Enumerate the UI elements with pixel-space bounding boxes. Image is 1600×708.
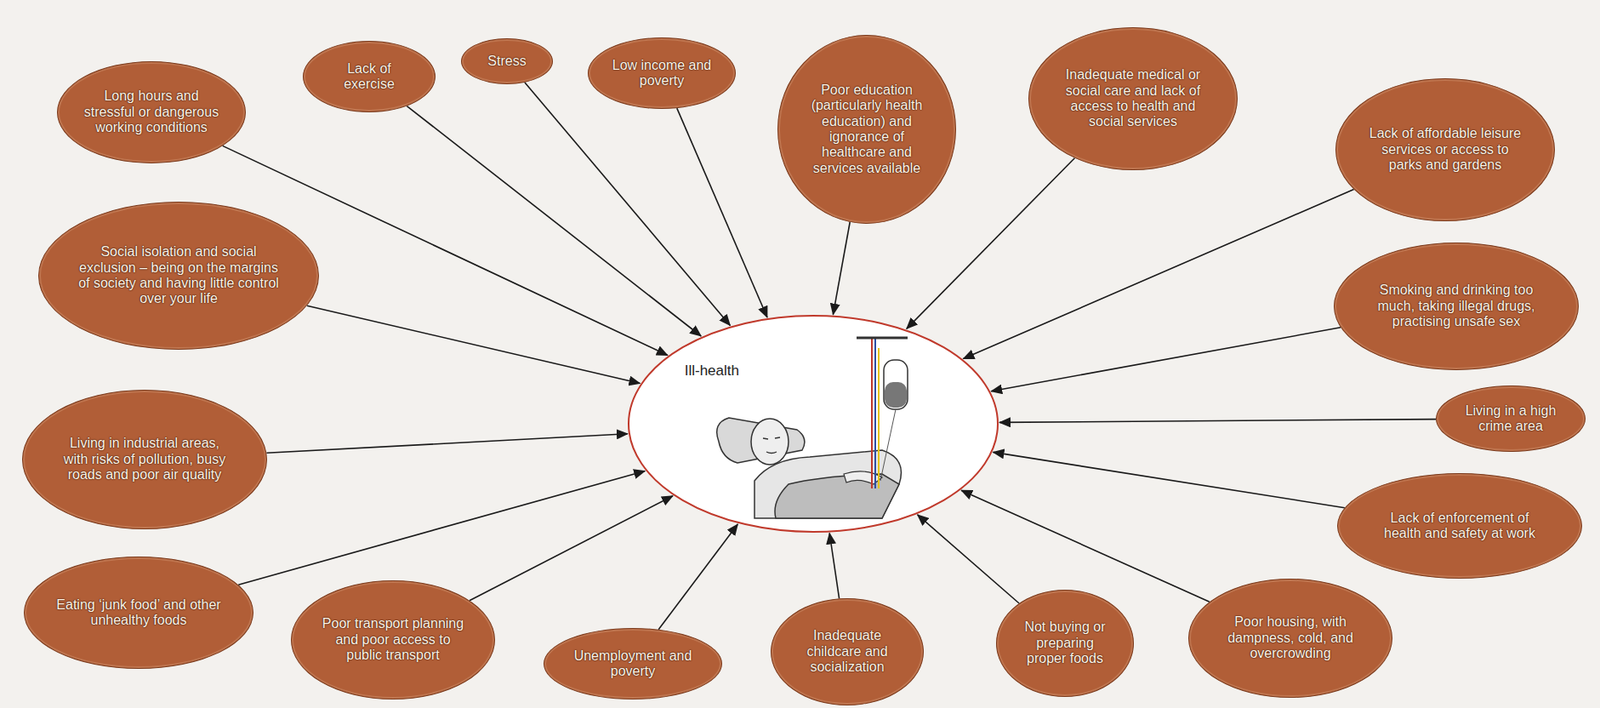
- arrow-connector: [677, 108, 768, 318]
- arrow-connector: [524, 82, 730, 326]
- arrow-connector: [832, 222, 850, 315]
- center-label: Ill-health: [683, 362, 741, 380]
- factor-label: Stress: [473, 53, 541, 69]
- factor-label: Long hours and stressful or dangerous wo…: [83, 88, 220, 136]
- arrow-connector: [307, 305, 641, 383]
- factor-label: Low income and poverty: [609, 57, 716, 90]
- arrow-connector: [238, 470, 645, 585]
- factor-oval: Lack of enforcement of health and safety…: [1337, 472, 1583, 579]
- factor-label: Social isolation and social exclusion – …: [77, 244, 280, 308]
- factor-label: Eating ‘junk food’ and other unhealthy f…: [56, 597, 222, 629]
- factor-oval: Smoking and drinking too much, taking il…: [1333, 242, 1579, 371]
- factor-oval: Poor transport planning and poor access …: [290, 580, 496, 700]
- arrow-connector: [993, 451, 1345, 507]
- arrow-connector: [962, 189, 1354, 359]
- factor-oval: Living in industrial areas, with risks o…: [22, 389, 268, 530]
- arrow-connector: [658, 523, 738, 630]
- center-ellipse: Ill-health: [626, 313, 1000, 534]
- factor-label: Poor education (particularly health educ…: [802, 82, 932, 177]
- factor-oval: Not buying or preparing proper foods: [996, 589, 1134, 697]
- factor-label: Poor transport planning and poor access …: [319, 615, 467, 663]
- factor-oval: Eating ‘junk food’ and other unhealthy f…: [23, 556, 254, 669]
- factor-oval: Low income and poverty: [587, 37, 736, 109]
- factor-label: Poor housing, with dampness, cold, and o…: [1217, 614, 1365, 661]
- arrow-connector: [469, 495, 673, 601]
- arrow-connector: [917, 514, 1020, 604]
- factor-label: Living in industrial areas, with risks o…: [56, 435, 234, 483]
- factor-label: Lack of enforcement of health and safety…: [1372, 510, 1549, 542]
- factor-label: Unemployment and poverty: [569, 648, 698, 680]
- patient-illustration: [717, 337, 908, 519]
- factor-oval: Social isolation and social exclusion – …: [38, 201, 319, 350]
- factor-label: Living in a high crime area: [1457, 403, 1566, 435]
- factor-oval: Lack of affordable leisure services or a…: [1335, 78, 1555, 222]
- factor-label: Lack of exercise: [321, 61, 417, 93]
- factor-label: Not buying or preparing proper foods: [1015, 619, 1116, 667]
- factor-oval: Stress: [461, 38, 553, 85]
- factor-label: Inadequate childcare and socialization: [791, 627, 903, 675]
- factor-oval: Inadequate medical or social care and la…: [1028, 27, 1238, 171]
- arrow-connector: [961, 489, 1210, 602]
- factor-label: Smoking and drinking too much, taking il…: [1368, 282, 1545, 330]
- factor-oval: Poor housing, with dampness, cold, and o…: [1188, 578, 1393, 698]
- arrow-connector: [999, 419, 1436, 423]
- factor-oval: Long hours and stressful or dangerous wo…: [56, 61, 246, 164]
- arrow-connector: [990, 327, 1341, 392]
- arrow-connector: [406, 106, 701, 336]
- factor-label: Lack of affordable leisure services or a…: [1366, 125, 1525, 173]
- arrow-connector: [266, 433, 628, 454]
- arrow-connector: [829, 533, 839, 599]
- factor-oval: Inadequate childcare and socialization: [770, 597, 924, 706]
- factor-oval: Living in a high crime area: [1435, 385, 1586, 452]
- factor-oval: Unemployment and poverty: [543, 627, 723, 700]
- factor-oval: Lack of exercise: [302, 40, 436, 113]
- factor-oval: Poor education (particularly health educ…: [777, 34, 957, 224]
- ellipse-outline: [626, 313, 1000, 534]
- factor-label: Inadequate medical or social care and la…: [1058, 67, 1209, 131]
